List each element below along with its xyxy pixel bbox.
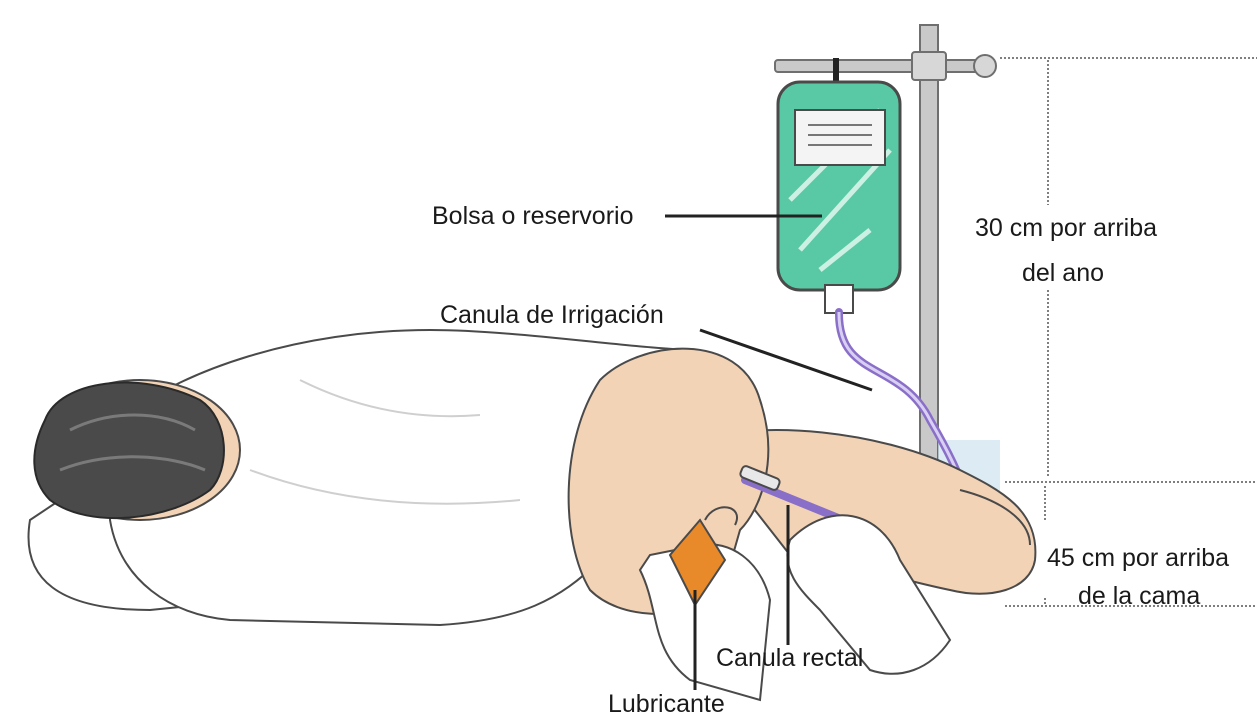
- label-height-bed-1: 45 cm por arriba: [1047, 544, 1229, 572]
- label-bag: Bolsa o reservorio: [432, 202, 633, 230]
- label-height-anus-1: 30 cm por arriba: [975, 214, 1157, 242]
- enema-bag: [778, 82, 900, 313]
- label-lubricant: Lubricante: [608, 690, 725, 714]
- label-height-bed-2: de la cama: [1078, 582, 1200, 610]
- patient-head: [34, 380, 240, 520]
- label-rectal-cannula: Canula rectal: [716, 644, 863, 672]
- label-irrigation-cannula: Canula de Irrigación: [440, 301, 664, 329]
- measurement-lines: [1000, 58, 1257, 606]
- label-height-anus-2: del ano: [1022, 259, 1104, 287]
